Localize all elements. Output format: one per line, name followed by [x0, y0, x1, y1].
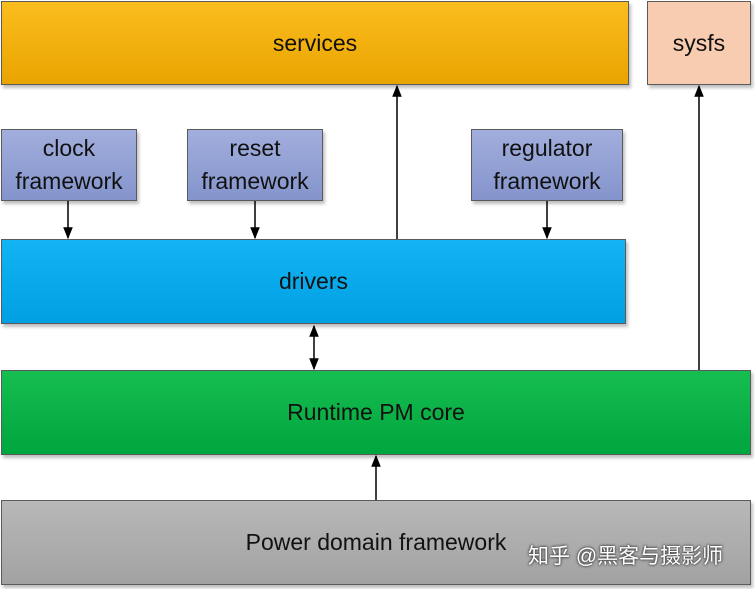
clock-framework-box: clock framework	[1, 129, 137, 201]
drivers-box: drivers	[1, 239, 626, 324]
reset-framework-label-line2: framework	[201, 168, 309, 194]
runtime-pm-core-label: Runtime PM core	[287, 399, 465, 426]
regulator-framework-box: regulator framework	[471, 129, 623, 201]
regulator-framework-label-line1: regulator	[501, 135, 593, 162]
runtime-pm-core-box: Runtime PM core	[1, 370, 751, 455]
power-domain-framework-label: Power domain framework	[245, 529, 507, 556]
sysfs-box: sysfs	[647, 1, 751, 85]
sysfs-label: sysfs	[672, 29, 726, 56]
reset-framework-box: reset framework	[187, 129, 323, 201]
drivers-label: drivers	[278, 268, 348, 295]
reset-framework-label-line1: reset	[229, 135, 281, 162]
power-domain-framework-box: Power domain framework	[1, 500, 751, 585]
clock-framework-label-line1: clock	[42, 135, 96, 162]
services-box: services	[1, 1, 629, 85]
services-label: services	[272, 29, 358, 56]
watermark: 知乎 @黑客与摄影师	[528, 545, 724, 568]
clock-framework-label-line2: framework	[15, 168, 123, 194]
regulator-framework-label-line2: framework	[493, 168, 601, 194]
